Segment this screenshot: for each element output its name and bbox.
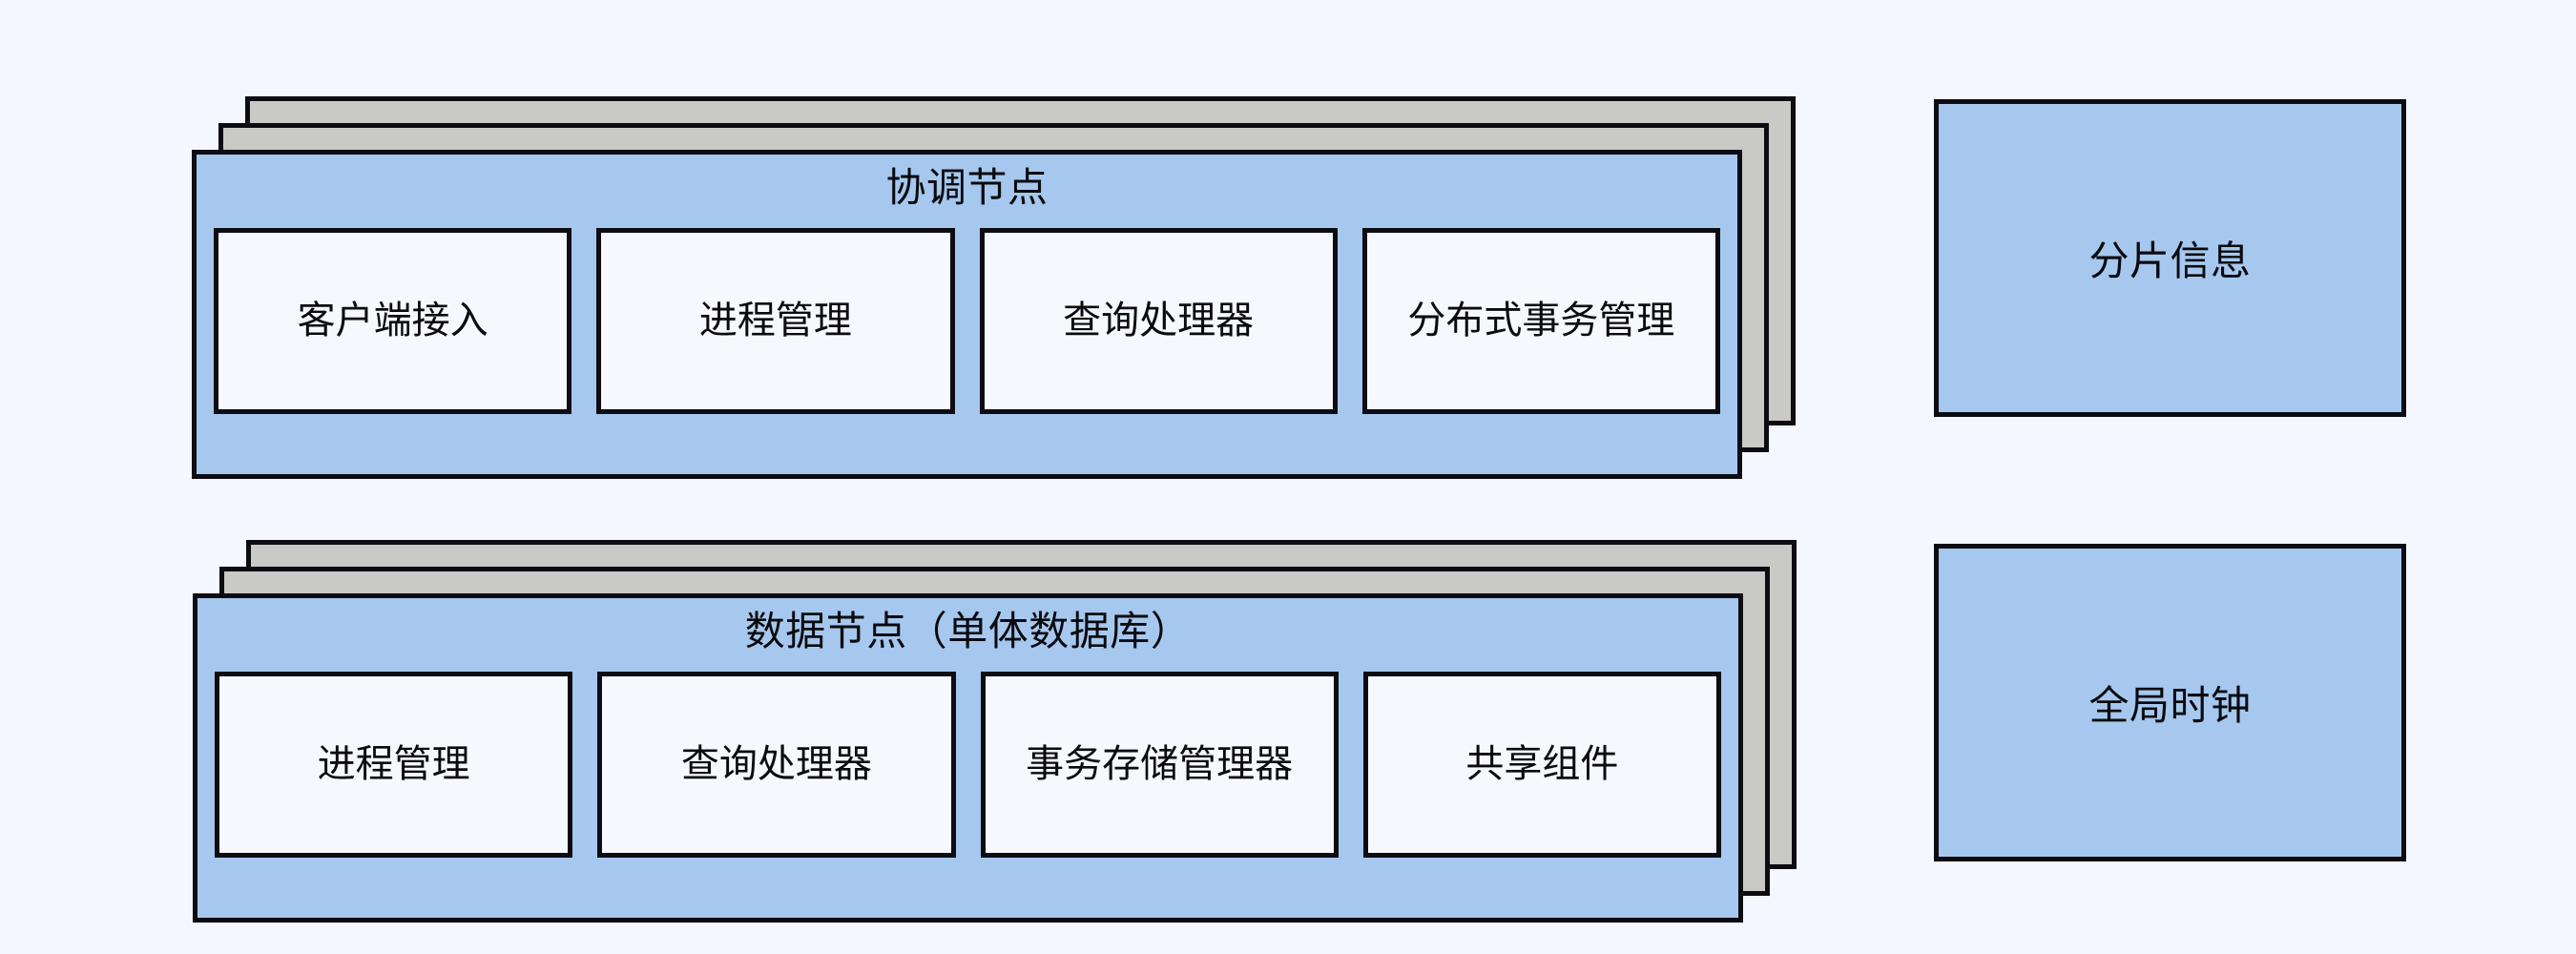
component-query-processor[interactable]: 查询处理器 (597, 672, 956, 858)
component-process-management[interactable]: 进程管理 (215, 672, 573, 858)
component-transaction-storage-manager[interactable]: 事务存储管理器 (980, 672, 1339, 858)
coordinator-component-row: 客户端接入 进程管理 查询处理器 分布式事务管理 (214, 228, 1720, 414)
component-distributed-transaction-management[interactable]: 分布式事务管理 (1361, 228, 1720, 414)
component-query-processor[interactable]: 查询处理器 (979, 228, 1338, 414)
global-clock-box[interactable]: 全局时钟 (1934, 544, 2406, 861)
component-client-access[interactable]: 客户端接入 (214, 228, 572, 414)
data-node-title: 数据节点（单体数据库） (744, 608, 1192, 654)
data-node-stack[interactable]: 数据节点（单体数据库） 进程管理 查询处理器 事务存储管理器 共享组件 (193, 540, 1797, 923)
coordinator-node-title: 协调节点 (885, 164, 1049, 211)
coordinator-node-panel[interactable]: 协调节点 客户端接入 进程管理 查询处理器 分布式事务管理 (192, 150, 1742, 479)
data-component-row: 进程管理 查询处理器 事务存储管理器 共享组件 (215, 672, 1721, 858)
data-node-panel[interactable]: 数据节点（单体数据库） 进程管理 查询处理器 事务存储管理器 共享组件 (193, 593, 1743, 923)
shard-info-box[interactable]: 分片信息 (1934, 99, 2406, 417)
coordinator-node-stack[interactable]: 协调节点 客户端接入 进程管理 查询处理器 分布式事务管理 (192, 96, 1796, 479)
component-shared-components[interactable]: 共享组件 (1362, 672, 1721, 858)
component-process-management[interactable]: 进程管理 (596, 228, 955, 414)
